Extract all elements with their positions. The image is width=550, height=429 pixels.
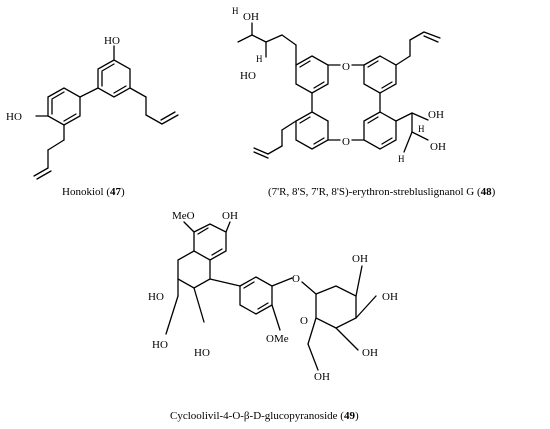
caption-cycloolivil: Cycloolivil-4-O-β-D-glucopyranoside (49) [170,410,359,422]
hydroxyl-label-top: HO [104,35,120,47]
oh-label-a: OH [243,11,259,23]
hydroxyl-label-mid: HO [148,291,164,303]
methoxy-label: OMe [266,333,289,345]
ring-oxygen: O [300,315,308,327]
hydroxyl-label-b: HO [194,347,210,359]
oh-label-d: OH [430,141,446,153]
h-label-a: H [232,6,239,16]
caption-strebluslignanol: (7'R, 8'S, 7'R, 8'S)-erythron-streblusli… [268,186,496,198]
ether-oxygen-bottom: O [342,136,350,148]
strebluslignanol-structure: OH H HO H O O [232,6,446,164]
sugar-hydroxyl-1: OH [352,253,368,265]
oh-label-b: HO [240,70,256,82]
caption-honokiol: Honokiol (47) [62,186,125,198]
hydroxyl-label-a: HO [152,339,168,351]
sugar-hydroxyl-2: OH [382,291,398,303]
sugar-hydroxyl-4: OH [314,371,330,383]
h-label-c: H [418,124,425,134]
oh-label-c: OH [428,109,444,121]
glycosidic-oxygen: O [292,273,300,285]
methoxy-label-top: MeO [172,210,195,222]
h-label-b: H [256,54,263,64]
cycloolivil-glucoside-structure: MeO OH HO HO HO OMe O O OH OH OH [148,210,398,383]
hydroxyl-label-left: HO [6,111,22,123]
hydroxyl-label-top: OH [222,210,238,222]
sugar-hydroxyl-3: OH [362,347,378,359]
h-label-d: H [398,154,405,164]
honokiol-structure: HO HO [6,35,179,180]
ether-oxygen-top: O [342,61,350,73]
